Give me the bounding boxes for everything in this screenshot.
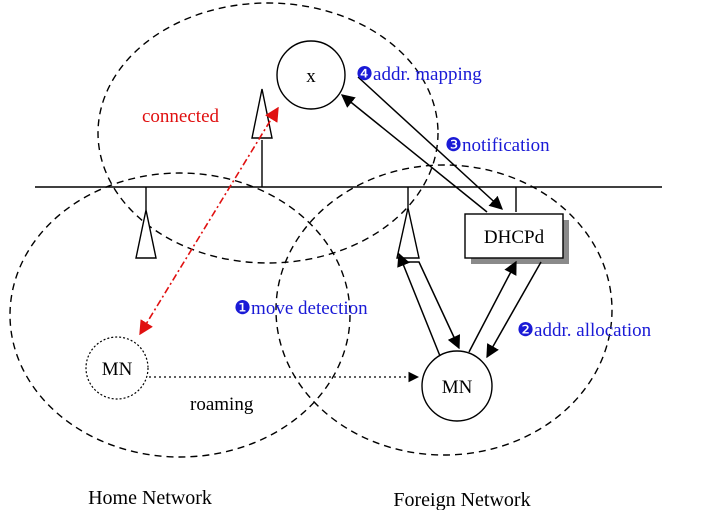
step-3-text: notification (462, 135, 550, 156)
dhcp-server-label: DHCPd (484, 227, 545, 248)
move-detection-arrow-down (406, 261, 460, 350)
foreign-network-label: Foreign Network (393, 489, 530, 510)
step-1-label: ❶move detection (234, 298, 368, 319)
notification-arrow-to-server (357, 76, 503, 210)
move-detection-arrow-up (397, 252, 441, 357)
correspondent-network-boundary (97, 2, 439, 264)
correspondent-node (276, 40, 346, 110)
connected-arrow (139, 106, 279, 336)
step-3-label: ❸notification (445, 135, 550, 156)
roaming-label: roaming (190, 394, 254, 415)
correspondent-antenna-icon (251, 88, 273, 187)
step-4-number: ❹ (356, 64, 373, 85)
foreign-antenna-icon (396, 187, 420, 259)
step-2-number: ❷ (517, 320, 534, 341)
foreign-mobile-node (421, 350, 493, 422)
connected-label: connected (142, 106, 220, 127)
step-1-number: ❶ (234, 298, 251, 319)
home-mobile-node-label: MN (102, 359, 133, 380)
home-antenna-icon (135, 187, 157, 259)
home-mobile-node (85, 336, 149, 400)
dhcp-server-box (464, 213, 564, 259)
step-2-label: ❷addr. allocation (517, 320, 652, 341)
correspondent-node-label: x (306, 66, 316, 87)
step-1-text: move detection (251, 298, 368, 319)
allocation-request-arrow (468, 260, 517, 353)
home-network-label: Home Network (88, 487, 212, 509)
step-4-text: addr. mapping (373, 64, 482, 85)
step-4-label: ❹addr. mapping (356, 64, 482, 85)
step-3-number: ❸ (445, 135, 462, 156)
foreign-mobile-node-label: MN (442, 377, 473, 398)
notification-arrow-to-node (340, 94, 488, 213)
allocation-reply-arrow (486, 261, 542, 359)
step-2-text: addr. allocation (534, 320, 652, 341)
